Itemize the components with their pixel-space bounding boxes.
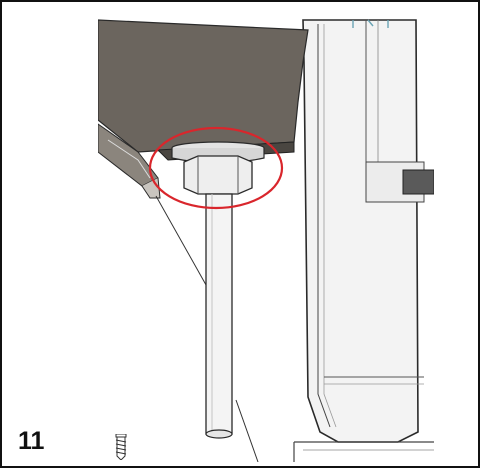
- nut-icon: [183, 155, 253, 195]
- step-number: 11: [18, 427, 45, 455]
- assembly-illustration: [98, 19, 434, 462]
- appliance-body: [293, 19, 434, 462]
- screw-icon: [115, 434, 127, 460]
- bolt-icon: [205, 193, 233, 439]
- highlight-circle-icon: [148, 126, 284, 210]
- base-plate: [98, 19, 309, 462]
